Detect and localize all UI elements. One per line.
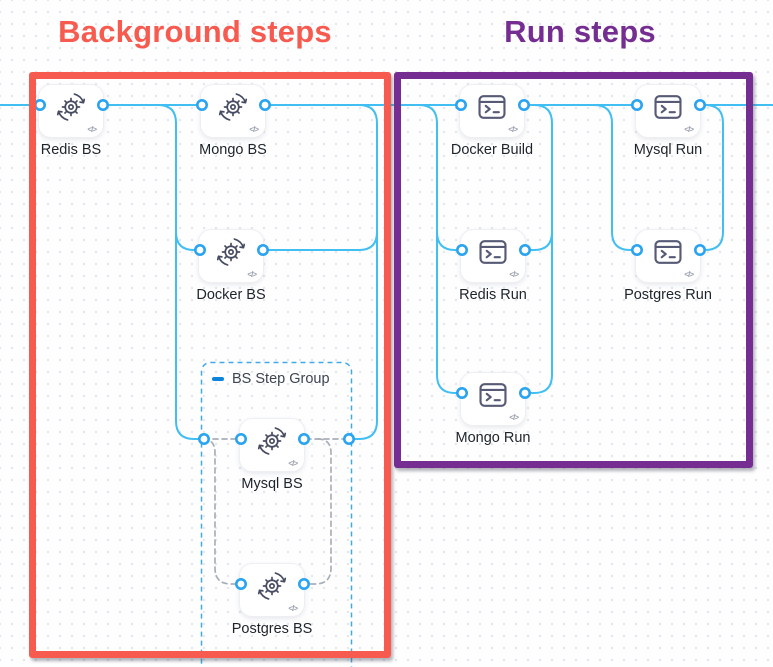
edge-group-fork-postgresbs bbox=[202, 438, 242, 585]
group-port-out[interactable] bbox=[342, 432, 355, 445]
script-badge: </> bbox=[288, 604, 298, 613]
node-postgres-run: </> Postgres Run bbox=[624, 229, 712, 303]
run-step-icon bbox=[478, 95, 506, 119]
node-docker-build: </> Docker Build bbox=[451, 84, 533, 158]
step-label: Redis Run bbox=[459, 287, 527, 303]
step-label: Mongo BS bbox=[199, 142, 267, 158]
script-badge: </> bbox=[87, 125, 97, 134]
step-card[interactable]: </> bbox=[635, 229, 701, 283]
node-mysql-run: </> Mysql Run bbox=[634, 84, 702, 158]
step-card[interactable]: </> bbox=[239, 563, 305, 617]
run-step-icon bbox=[654, 240, 682, 264]
group-port-in[interactable] bbox=[198, 432, 211, 445]
edge-fork-runB bbox=[593, 104, 638, 251]
step-card[interactable]: </> bbox=[200, 84, 266, 138]
background-step-icon bbox=[257, 427, 287, 455]
script-badge: </> bbox=[247, 270, 257, 279]
step-label: Docker BS bbox=[196, 287, 266, 303]
edge-join-bg bbox=[350, 104, 378, 440]
step-card[interactable]: </> bbox=[198, 229, 264, 283]
step-group-label: BS Step Group bbox=[232, 371, 330, 387]
step-label: Redis BS bbox=[40, 142, 102, 158]
node-docker-bs: </> Docker BS bbox=[196, 229, 266, 303]
background-steps-frame bbox=[29, 72, 391, 658]
edge-fork-runA-redisrun bbox=[436, 231, 463, 251]
step-label: Postgres Run bbox=[624, 287, 712, 303]
background-step-icon bbox=[218, 93, 248, 121]
step-card[interactable]: </> bbox=[459, 84, 525, 138]
background-step-icon bbox=[257, 572, 287, 600]
collapse-icon[interactable] bbox=[212, 377, 224, 381]
node-mongo-bs: </> Mongo BS bbox=[199, 84, 267, 158]
script-badge: </> bbox=[509, 413, 519, 422]
node-mongo-run: </> Mongo Run bbox=[456, 372, 530, 446]
step-card[interactable]: </> bbox=[460, 229, 526, 283]
step-card[interactable]: </> bbox=[239, 418, 305, 472]
script-badge: </> bbox=[249, 125, 259, 134]
step-label: Mysql BS bbox=[241, 476, 303, 492]
edge-group-join-postgresbs bbox=[303, 438, 332, 585]
step-label: Mongo Run bbox=[455, 430, 531, 446]
step-card[interactable]: </> bbox=[38, 84, 104, 138]
step-label: Mysql Run bbox=[633, 142, 703, 158]
script-badge: </> bbox=[508, 125, 518, 134]
script-badge: </> bbox=[684, 125, 694, 134]
step-card[interactable]: </> bbox=[635, 84, 701, 138]
background-step-icon bbox=[56, 93, 86, 121]
run-step-icon bbox=[479, 383, 507, 407]
edge-join-runB bbox=[699, 104, 724, 251]
edge-join-runA-redisrun bbox=[524, 231, 553, 251]
edge-fork-bg-dockerbs bbox=[175, 231, 201, 251]
run-steps-title: Run steps bbox=[504, 14, 656, 49]
step-card[interactable]: </> bbox=[460, 372, 526, 426]
node-mysql-bs: </> Mysql BS bbox=[239, 418, 305, 492]
step-label: Docker Build bbox=[450, 142, 534, 158]
script-badge: </> bbox=[509, 270, 519, 279]
script-badge: </> bbox=[288, 459, 298, 468]
edge-join-bg-dockerbs bbox=[264, 231, 378, 251]
node-redis-run: </> Redis Run bbox=[459, 229, 527, 303]
script-badge: </> bbox=[684, 270, 694, 279]
node-postgres-bs: </> Postgres BS bbox=[232, 563, 312, 637]
step-label: Postgres BS bbox=[231, 621, 313, 637]
step-group-header[interactable]: BS Step Group bbox=[212, 371, 330, 387]
background-step-icon bbox=[216, 238, 246, 266]
run-step-icon bbox=[654, 95, 682, 119]
run-step-icon bbox=[479, 240, 507, 264]
background-steps-title: Background steps bbox=[58, 14, 332, 49]
node-redis-bs: </> Redis BS bbox=[38, 84, 104, 158]
